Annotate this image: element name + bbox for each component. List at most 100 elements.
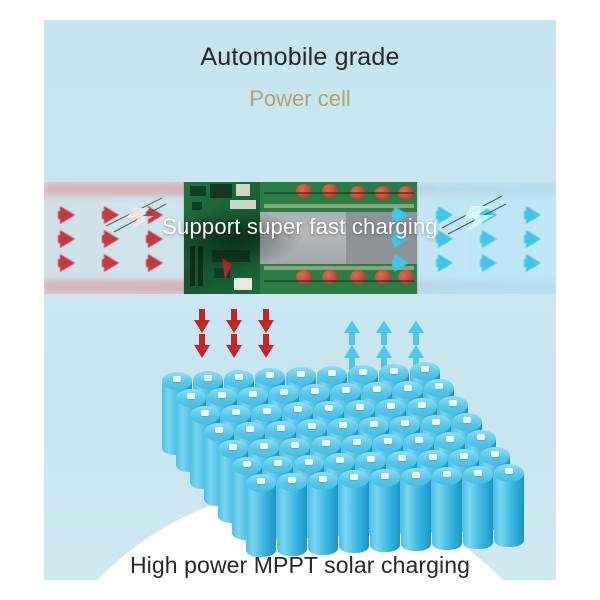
cell-top	[277, 472, 307, 491]
cell-top	[466, 430, 496, 449]
cell-terminal	[446, 435, 454, 442]
cell-top	[342, 435, 372, 454]
circuit-board-image	[184, 182, 417, 294]
cell-top	[190, 406, 220, 424]
lightning-bolt-icon	[441, 195, 507, 235]
cell-body	[463, 474, 493, 549]
cell-terminal	[187, 393, 195, 399]
cell-terminal	[173, 376, 181, 382]
cell-top	[435, 431, 465, 450]
heading-block: Automobile grade Power cell	[44, 20, 556, 112]
cell-terminal	[218, 391, 226, 398]
cell-terminal	[390, 367, 398, 374]
cell-top	[204, 423, 234, 441]
cell-terminal	[474, 469, 482, 476]
cell-terminal	[381, 473, 389, 480]
pcb-trace	[264, 280, 414, 282]
red-arrow-icon	[146, 254, 163, 272]
cell-top	[266, 420, 296, 439]
cell-top	[379, 363, 409, 382]
cell-top	[339, 470, 369, 489]
cell-top	[176, 389, 206, 407]
cell-terminal	[232, 408, 240, 415]
cell-terminal	[263, 407, 271, 414]
cell-body	[308, 480, 338, 555]
cell-terminal	[322, 440, 330, 447]
cell-top	[255, 368, 285, 387]
cell-top	[297, 419, 327, 438]
arrow-up-icon	[376, 320, 392, 345]
cell-top	[235, 421, 265, 440]
red-arrow-icon	[58, 206, 75, 224]
cell-terminal	[449, 400, 457, 407]
pcb-chip	[214, 268, 230, 278]
pcb-trace	[264, 192, 414, 194]
cell-terminal	[350, 474, 358, 481]
cell-top	[263, 455, 293, 474]
cell-terminal	[421, 366, 429, 373]
cell-top	[404, 432, 434, 451]
cell-terminal	[201, 410, 209, 416]
cell-terminal	[370, 421, 378, 427]
red-arrow-icon	[58, 230, 75, 248]
cell-terminal	[418, 401, 426, 408]
arrow-up-icon	[408, 320, 424, 345]
cell-top	[325, 453, 355, 472]
blue-panel: Automobile grade Power cell	[44, 20, 556, 580]
cell-top	[314, 401, 344, 420]
cell-terminal	[280, 389, 288, 396]
cell-top	[463, 465, 493, 484]
pcb-marker-icon	[222, 258, 232, 280]
cell-terminal	[336, 457, 344, 464]
cell-top	[348, 364, 378, 383]
cell-terminal	[367, 456, 375, 463]
cell-body	[246, 483, 276, 557]
cell-body	[370, 478, 400, 553]
cyan-arrow-icon	[436, 206, 453, 224]
cell-top	[407, 397, 437, 416]
cell-top	[393, 380, 423, 399]
cell-top	[308, 471, 338, 490]
cell-terminal	[384, 438, 392, 444]
cell-terminal	[477, 434, 485, 441]
arrow-down-icon	[226, 309, 242, 333]
cell-terminal	[297, 371, 305, 378]
cyan-arrow-icon	[392, 206, 409, 224]
cell-top	[311, 436, 341, 455]
cell-terminal	[260, 442, 268, 449]
pcb-chip	[190, 186, 206, 196]
cell-terminal	[342, 387, 350, 393]
cell-top	[269, 385, 299, 404]
cell-terminal	[339, 422, 347, 429]
pcb-chip	[210, 184, 232, 198]
pcb-pad	[264, 204, 414, 208]
cyan-arrow-icon	[436, 254, 453, 272]
cell-terminal	[325, 405, 333, 412]
cell-top	[452, 413, 482, 432]
red-arrow-icon	[58, 254, 75, 272]
battery-cell-array	[44, 350, 556, 580]
cell-top	[387, 451, 417, 469]
pcb-chip	[192, 202, 202, 210]
cyan-arrow-icon	[480, 254, 497, 272]
red-arrow-icon	[102, 254, 119, 272]
cell-terminal	[460, 452, 468, 459]
cell-top	[317, 366, 347, 384]
cell-top	[232, 457, 262, 475]
arrow-up-icon	[344, 320, 360, 345]
pcb-toroid	[322, 184, 338, 198]
cell-terminal	[505, 468, 513, 475]
cell-top	[373, 434, 403, 452]
page-title: Automobile grade	[200, 43, 400, 71]
charge-in-arrows	[194, 309, 274, 370]
cell-terminal	[463, 417, 471, 424]
cell-terminal	[435, 383, 443, 390]
cyan-arrow-field	[384, 206, 552, 272]
lightning-bolt-icon	[105, 197, 167, 233]
pcb-connector	[198, 246, 203, 286]
arrow-down-icon	[194, 309, 210, 333]
red-arrow-icon	[146, 206, 163, 224]
arrow-down-icon	[194, 334, 210, 358]
cell-top	[362, 381, 392, 400]
page-subtitle: Power cell	[249, 86, 351, 111]
